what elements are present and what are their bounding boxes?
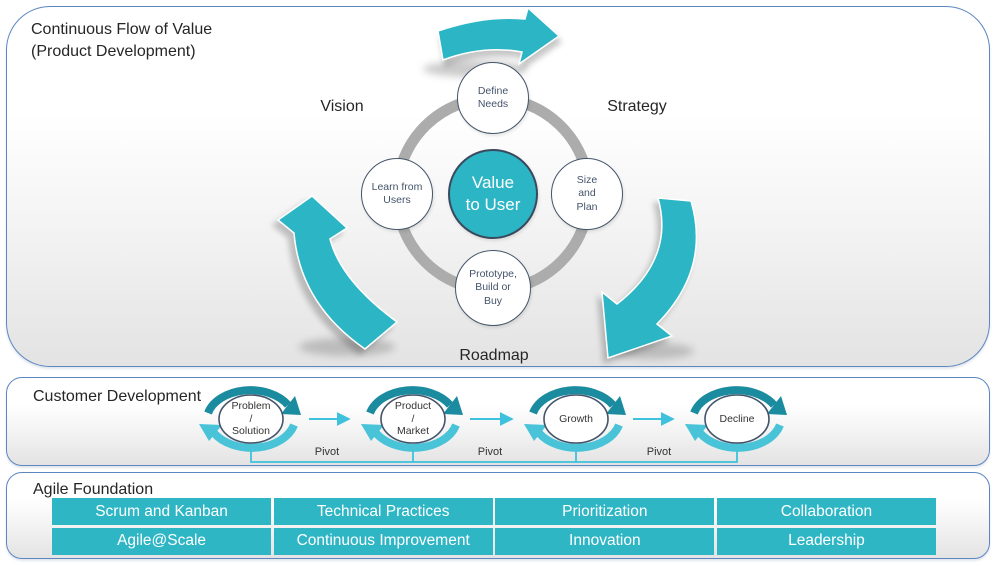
product-flow-title: Continuous Flow of Value (Product Develo… (31, 19, 212, 62)
panel-customer-development: Customer Development (6, 377, 990, 466)
iterate-cycle-icon (361, 386, 463, 452)
product-flow-title-line2: (Product Development) (31, 42, 196, 60)
flow-arrow-top-icon (437, 7, 561, 66)
strategy-label: Strategy (607, 98, 667, 115)
node-value-to-user: Value to User (448, 149, 538, 239)
flow-arrow-left-icon (276, 195, 399, 350)
agile-cell-agile-at-scale: Agile@Scale (52, 527, 272, 555)
pivot-label-1: Pivot (314, 446, 340, 458)
stage-problem-solution: Problem / Solution (231, 400, 271, 438)
pivot-label-3: Pivot (646, 446, 672, 458)
iterate-cycle-icon (199, 386, 301, 452)
shadow-left (299, 338, 395, 356)
roadmap-label: Roadmap (459, 347, 529, 364)
product-flow-title-line1: Continuous Flow of Value (31, 21, 213, 38)
agile-cell-leadership: Leadership (716, 527, 936, 555)
vision-label: Vision (320, 98, 364, 115)
agile-cell-collaboration: Collaboration (716, 498, 936, 525)
stage-decline: Decline (719, 413, 755, 425)
panel-agile-foundation: Agile Foundation Scrum and Kanban Techni… (6, 472, 990, 559)
panel-product-development: Continuous Flow of Value (Product Develo… (6, 6, 990, 367)
node-define-needs: Define Needs (457, 62, 529, 134)
agile-foundation-table: Scrum and Kanban Technical Practices Pri… (52, 498, 936, 555)
agile-cell-continuous-improvement: Continuous Improvement (273, 527, 493, 555)
iterate-cycle-icon (524, 386, 626, 452)
stage-growth: Growth (559, 413, 593, 425)
agile-foundation-title: Agile Foundation (33, 481, 154, 498)
node-size-and-plan: Size and Plan (551, 158, 623, 230)
iterate-cycle-icon (685, 386, 787, 452)
customer-development-title: Customer Development (33, 388, 202, 405)
pivot-label-2: Pivot (477, 446, 503, 458)
agile-cell-prioritization: Prioritization (495, 498, 715, 525)
node-learn-from-users: Learn from Users (361, 158, 433, 230)
agile-cell-scrum-and-kanban: Scrum and Kanban (52, 498, 272, 525)
flow-arrow-right-icon (601, 197, 698, 360)
agile-cell-innovation: Innovation (495, 527, 715, 555)
stage-product-market: Product / Market (394, 400, 432, 438)
agile-cell-technical-practices: Technical Practices (273, 498, 493, 525)
node-prototype-build-buy: Prototype, Build or Buy (455, 250, 531, 326)
